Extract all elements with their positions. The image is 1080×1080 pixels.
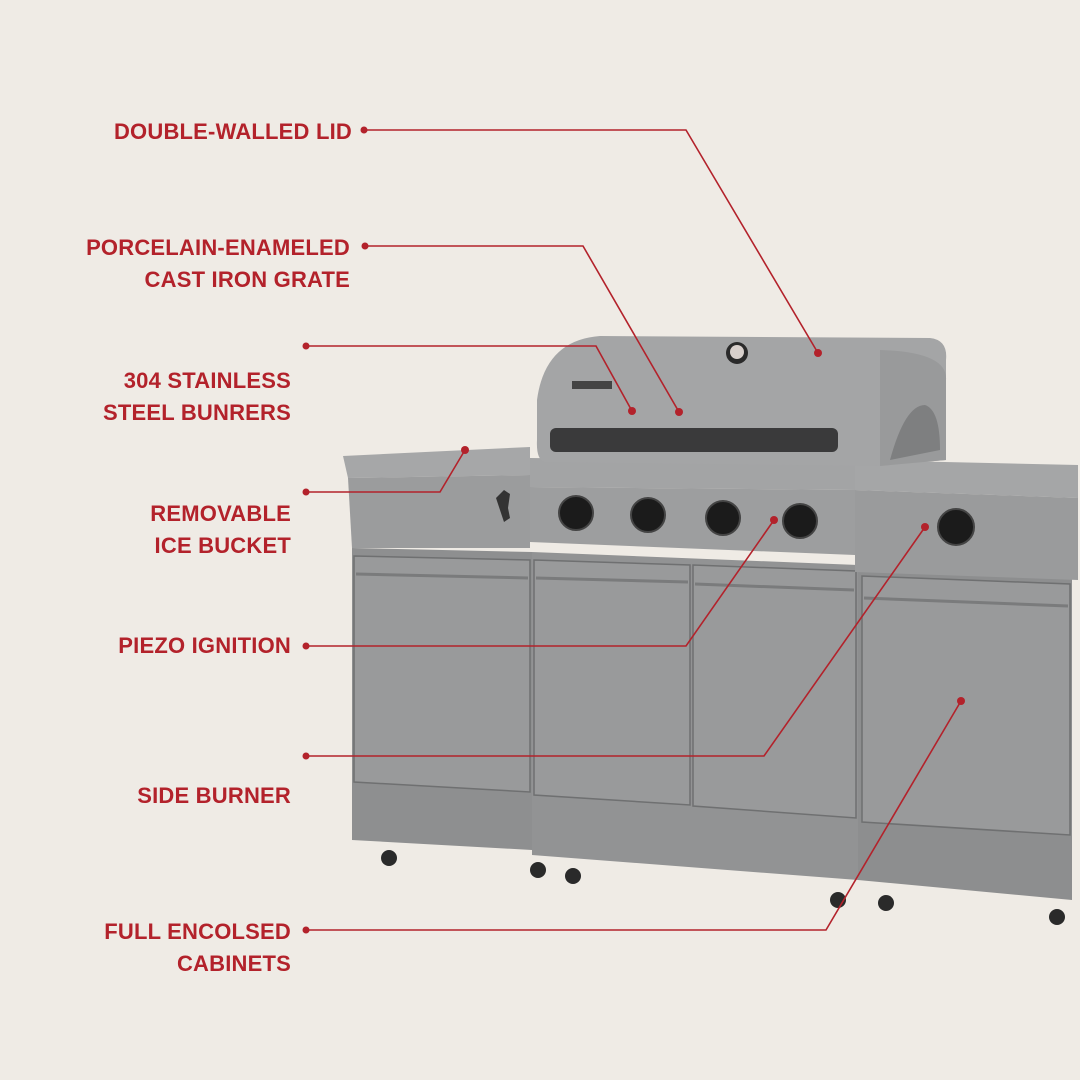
- callout-line: DOUBLE-WALLED LID: [113, 119, 352, 144]
- callout-line: PORCELAIN-ENAMELED: [86, 235, 350, 260]
- callout-porcelain-grate: PORCELAIN-ENAMELED CAST IRON GRATE: [86, 232, 350, 296]
- control-top: [530, 458, 855, 490]
- caster-wheels: [381, 850, 1065, 925]
- control-knobs: [558, 495, 975, 546]
- callout-piezo-ignition: PIEZO IGNITION: [118, 630, 291, 662]
- callout-line: STEEL BUNRERS: [103, 400, 291, 425]
- callout-lines: [306, 129, 962, 931]
- bottle-opener-icon: [496, 490, 510, 522]
- callout-line: PIEZO IGNITION: [118, 633, 291, 658]
- callout-enclosed-cabinets: FULL ENCOLSED CABINETS: [104, 916, 291, 980]
- brand-logo: [572, 381, 612, 389]
- callout-line: ICE BUCKET: [154, 533, 291, 558]
- lid-hinge: [890, 405, 940, 460]
- callout-side-burner: SIDE BURNER: [137, 780, 291, 812]
- callout-dots: [302, 126, 965, 934]
- thermometer-dial: [730, 345, 744, 359]
- callout-double-walled-lid: DOUBLE-WALLED LID: [114, 116, 352, 148]
- left-side-shelf: [343, 447, 530, 478]
- control-panel: [530, 487, 855, 555]
- callout-line: 304 STAINLESS: [123, 368, 291, 393]
- callout-line: CAST IRON GRATE: [144, 267, 350, 292]
- callout-ice-bucket: REMOVABLE ICE BUCKET: [150, 498, 291, 562]
- lid-handle: [550, 428, 838, 452]
- cabinet-doors: [353, 555, 1071, 836]
- callout-line: REMOVABLE: [150, 501, 291, 526]
- callout-stainless-burners: 304 STAINLESS STEEL BUNRERS: [103, 365, 291, 429]
- right-side-shelf: [855, 460, 1078, 498]
- callout-line: FULL ENCOLSED: [104, 919, 291, 944]
- door-handles: [355, 572, 1069, 608]
- callout-line: CABINETS: [176, 951, 291, 976]
- ice-bucket-panel: [348, 475, 530, 548]
- callout-line: SIDE BURNER: [137, 783, 291, 808]
